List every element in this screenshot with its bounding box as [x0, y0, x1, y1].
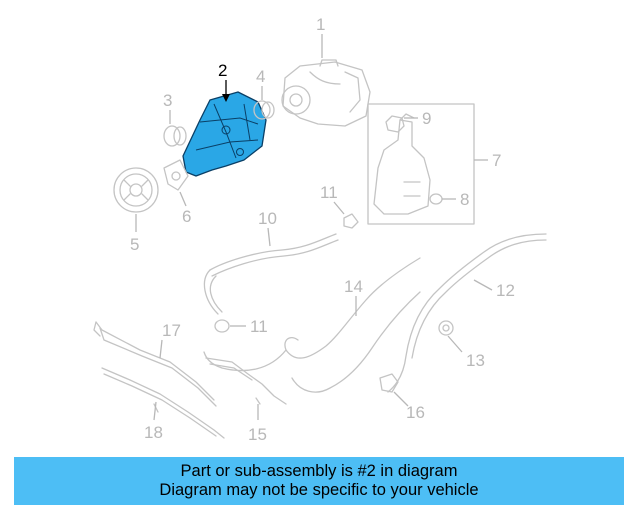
callout-8: 8: [460, 190, 469, 209]
spacer-part-4: [253, 86, 275, 120]
reservoir-assembly-part-7: [367, 103, 488, 225]
callout-17: 17: [162, 321, 181, 340]
callout-2: 2: [218, 61, 227, 80]
bracket-part-2: [182, 80, 267, 177]
sensor-part-13: [438, 320, 463, 353]
return-line-part-12: [387, 233, 547, 393]
callout-15: 15: [248, 425, 267, 444]
callout-7: 7: [492, 151, 501, 170]
info-banner: Part or sub-assembly is #2 in diagram Di…: [14, 457, 624, 505]
fitting-part-15: [205, 357, 287, 420]
callout-16: 16: [406, 403, 425, 422]
callout-4: 4: [256, 67, 265, 86]
callout-14: 14: [344, 277, 363, 296]
gasket-part-6: [163, 159, 189, 207]
banner-line-disclaimer: Diagram may not be specific to your vehi…: [159, 481, 479, 499]
hose-part-10: [203, 227, 339, 315]
callout-11-upper: 11: [320, 183, 338, 202]
pressure-line-part-14: [203, 257, 421, 393]
spacer-part-3: [163, 110, 187, 147]
grommet-part-8: [429, 193, 456, 205]
cap-part-9: [385, 115, 418, 133]
valve-part-16: [379, 373, 409, 407]
clamp-part-11-lower: [214, 319, 246, 333]
callout-11-lower: 11: [250, 317, 268, 336]
callout-18: 18: [144, 423, 163, 442]
parts-diagram: 1 2 3 4 5 6 7 8 9 10 11 11 12 13 14 15 1…: [93, 15, 547, 444]
callout-10: 10: [258, 209, 277, 228]
pulley-part-5: [113, 167, 159, 232]
banner-line-part-number: Part or sub-assembly is #2 in diagram: [180, 462, 458, 480]
callout-3: 3: [163, 91, 172, 110]
callout-9: 9: [422, 109, 431, 128]
callout-13: 13: [466, 351, 485, 370]
callout-5: 5: [130, 235, 139, 254]
pump-part-1: [281, 34, 371, 127]
cooler-part-17: [93, 321, 217, 407]
callout-12: 12: [496, 281, 515, 300]
line-set-part-18: [101, 367, 225, 439]
callout-6: 6: [182, 207, 191, 226]
clamp-part-11-upper: [333, 201, 359, 229]
callout-1: 1: [316, 15, 325, 34]
